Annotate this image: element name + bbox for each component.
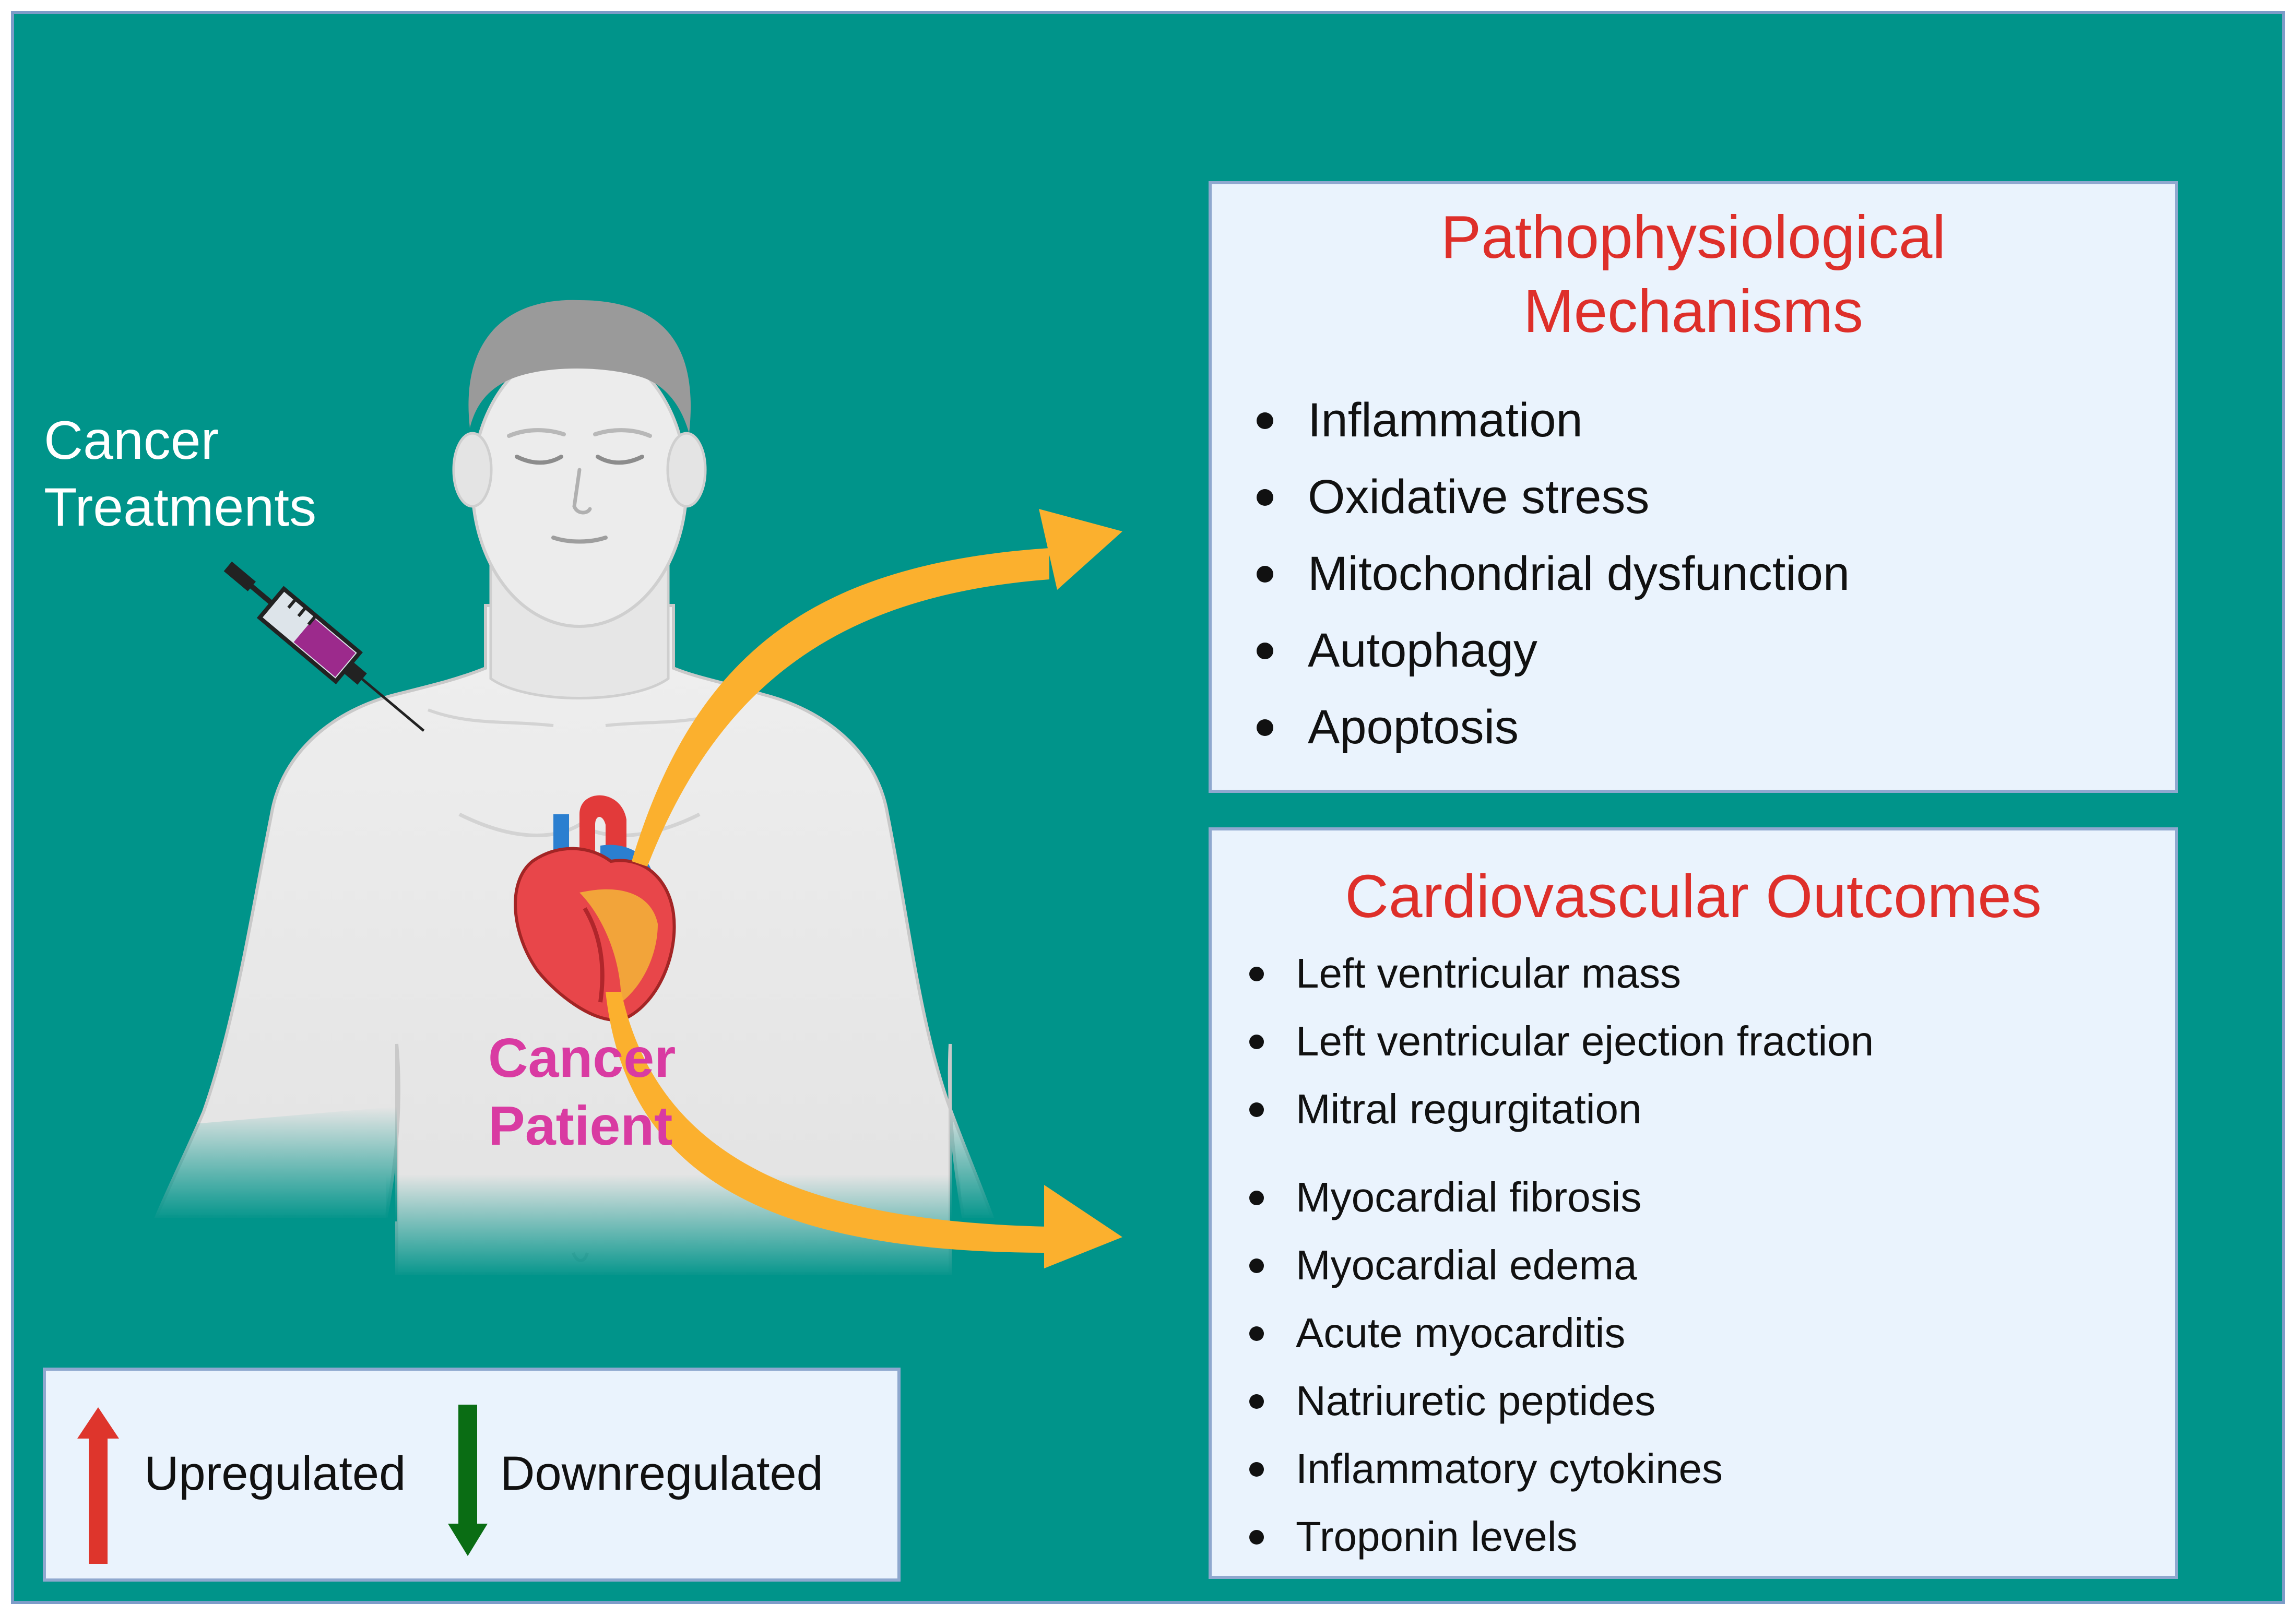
mechanisms-list: Inflammation Oxidative stress Mitochondr… [1256, 382, 1850, 766]
legend-downregulated-label: Downregulated [500, 1447, 823, 1500]
mechanisms-title-line-2: Mechanisms [1523, 277, 1864, 345]
syringe-hub [343, 661, 367, 685]
cancer-patient-line-1: Cancer [488, 1027, 676, 1089]
mechanisms-panel-title: Pathophysiological Mechanisms [1212, 200, 2175, 348]
left-brow [507, 428, 566, 438]
curved-flow-arrow-up [632, 509, 1122, 866]
left-eye [515, 455, 563, 465]
human-torso-illustration [146, 300, 1002, 1279]
mechanisms-title-line-1: Pathophysiological [1440, 203, 1946, 271]
list-item: Acute myocarditis [1249, 1299, 1723, 1367]
list-item: Apoptosis [1256, 689, 1850, 766]
list-item: Myocardial edema [1249, 1231, 1723, 1299]
mechanisms-panel: Pathophysiological Mechanisms [1209, 181, 2178, 793]
outcomes-down-list: Left ventricular mass Left ventricular e… [1249, 940, 1874, 1143]
list-item: Myocardial fibrosis [1249, 1163, 1723, 1231]
head [471, 343, 688, 628]
outcomes-panel-title: Cardiovascular Outcomes [1345, 862, 2042, 930]
legend-up-arrow-shaft [89, 1438, 108, 1564]
legend-up-arrow-icon [77, 1407, 119, 1564]
list-item: Left ventricular ejection fraction [1249, 1007, 1874, 1075]
cancer-treatments-label: Cancer Treatments [44, 407, 316, 541]
syringe-tick [297, 606, 307, 618]
cancer-treatments-line-1: Cancer [44, 410, 219, 471]
legend-upregulated-label: Upregulated [144, 1447, 406, 1500]
legend-down-arrow-head [448, 1524, 488, 1556]
list-item: Oxidative stress [1256, 459, 1850, 536]
nose [572, 468, 592, 515]
syringe-tick [287, 598, 298, 609]
cancer-patient-label: Cancer Patient [488, 1024, 676, 1160]
legend-up-arrow-head [77, 1407, 119, 1439]
legend-down-arrow-shaft [458, 1405, 477, 1525]
list-item: Mitochondrial dysfunction [1256, 536, 1850, 612]
left-arm-fade [146, 1107, 397, 1221]
flow-arrow-up-head [1039, 509, 1122, 590]
mouth [551, 536, 608, 544]
syringe-rod [246, 581, 278, 609]
syringe-tick [307, 614, 317, 626]
flow-arrow-down-body [606, 992, 1049, 1253]
flow-arrow-up-body [632, 548, 1049, 866]
syringe-needle [361, 678, 425, 732]
legend-panel: Upregulated Downregulated [43, 1368, 901, 1582]
list-item: Natriuretic peptides [1249, 1367, 1723, 1435]
right-ear [666, 432, 707, 508]
list-item: Inflammatory cytokines [1249, 1435, 1723, 1503]
cancer-patient-line-2: Patient [488, 1095, 673, 1157]
left-ear [452, 432, 493, 508]
legend-down-arrow-icon [448, 1405, 488, 1556]
syringe-icon [223, 561, 425, 732]
list-item: Inflammation [1256, 382, 1850, 459]
right-brow [593, 428, 652, 438]
flow-arrow-down-head [1044, 1185, 1122, 1268]
hair [468, 300, 691, 433]
right-arm-fade [950, 1107, 1002, 1221]
curved-flow-arrow-down [606, 992, 1122, 1268]
list-item: Troponin levels [1249, 1503, 1723, 1571]
list-item: Autophagy [1256, 612, 1850, 689]
list-item: Left ventricular mass [1249, 940, 1874, 1007]
list-item: Mitral regurgitation [1249, 1075, 1874, 1143]
outcomes-up-list: Myocardial fibrosis Myocardial edema Acu… [1249, 1163, 1723, 1571]
heart-icon [514, 795, 676, 1022]
syringe-fluid [293, 618, 356, 677]
collarbone-left [427, 708, 554, 727]
right-eye [596, 455, 644, 465]
heart-vessel [583, 907, 605, 1003]
outcomes-panel: Cardiovascular Outcomes [1209, 827, 2178, 1579]
heart-highlight [579, 889, 658, 1002]
cancer-treatments-line-2: Treatments [44, 477, 317, 538]
